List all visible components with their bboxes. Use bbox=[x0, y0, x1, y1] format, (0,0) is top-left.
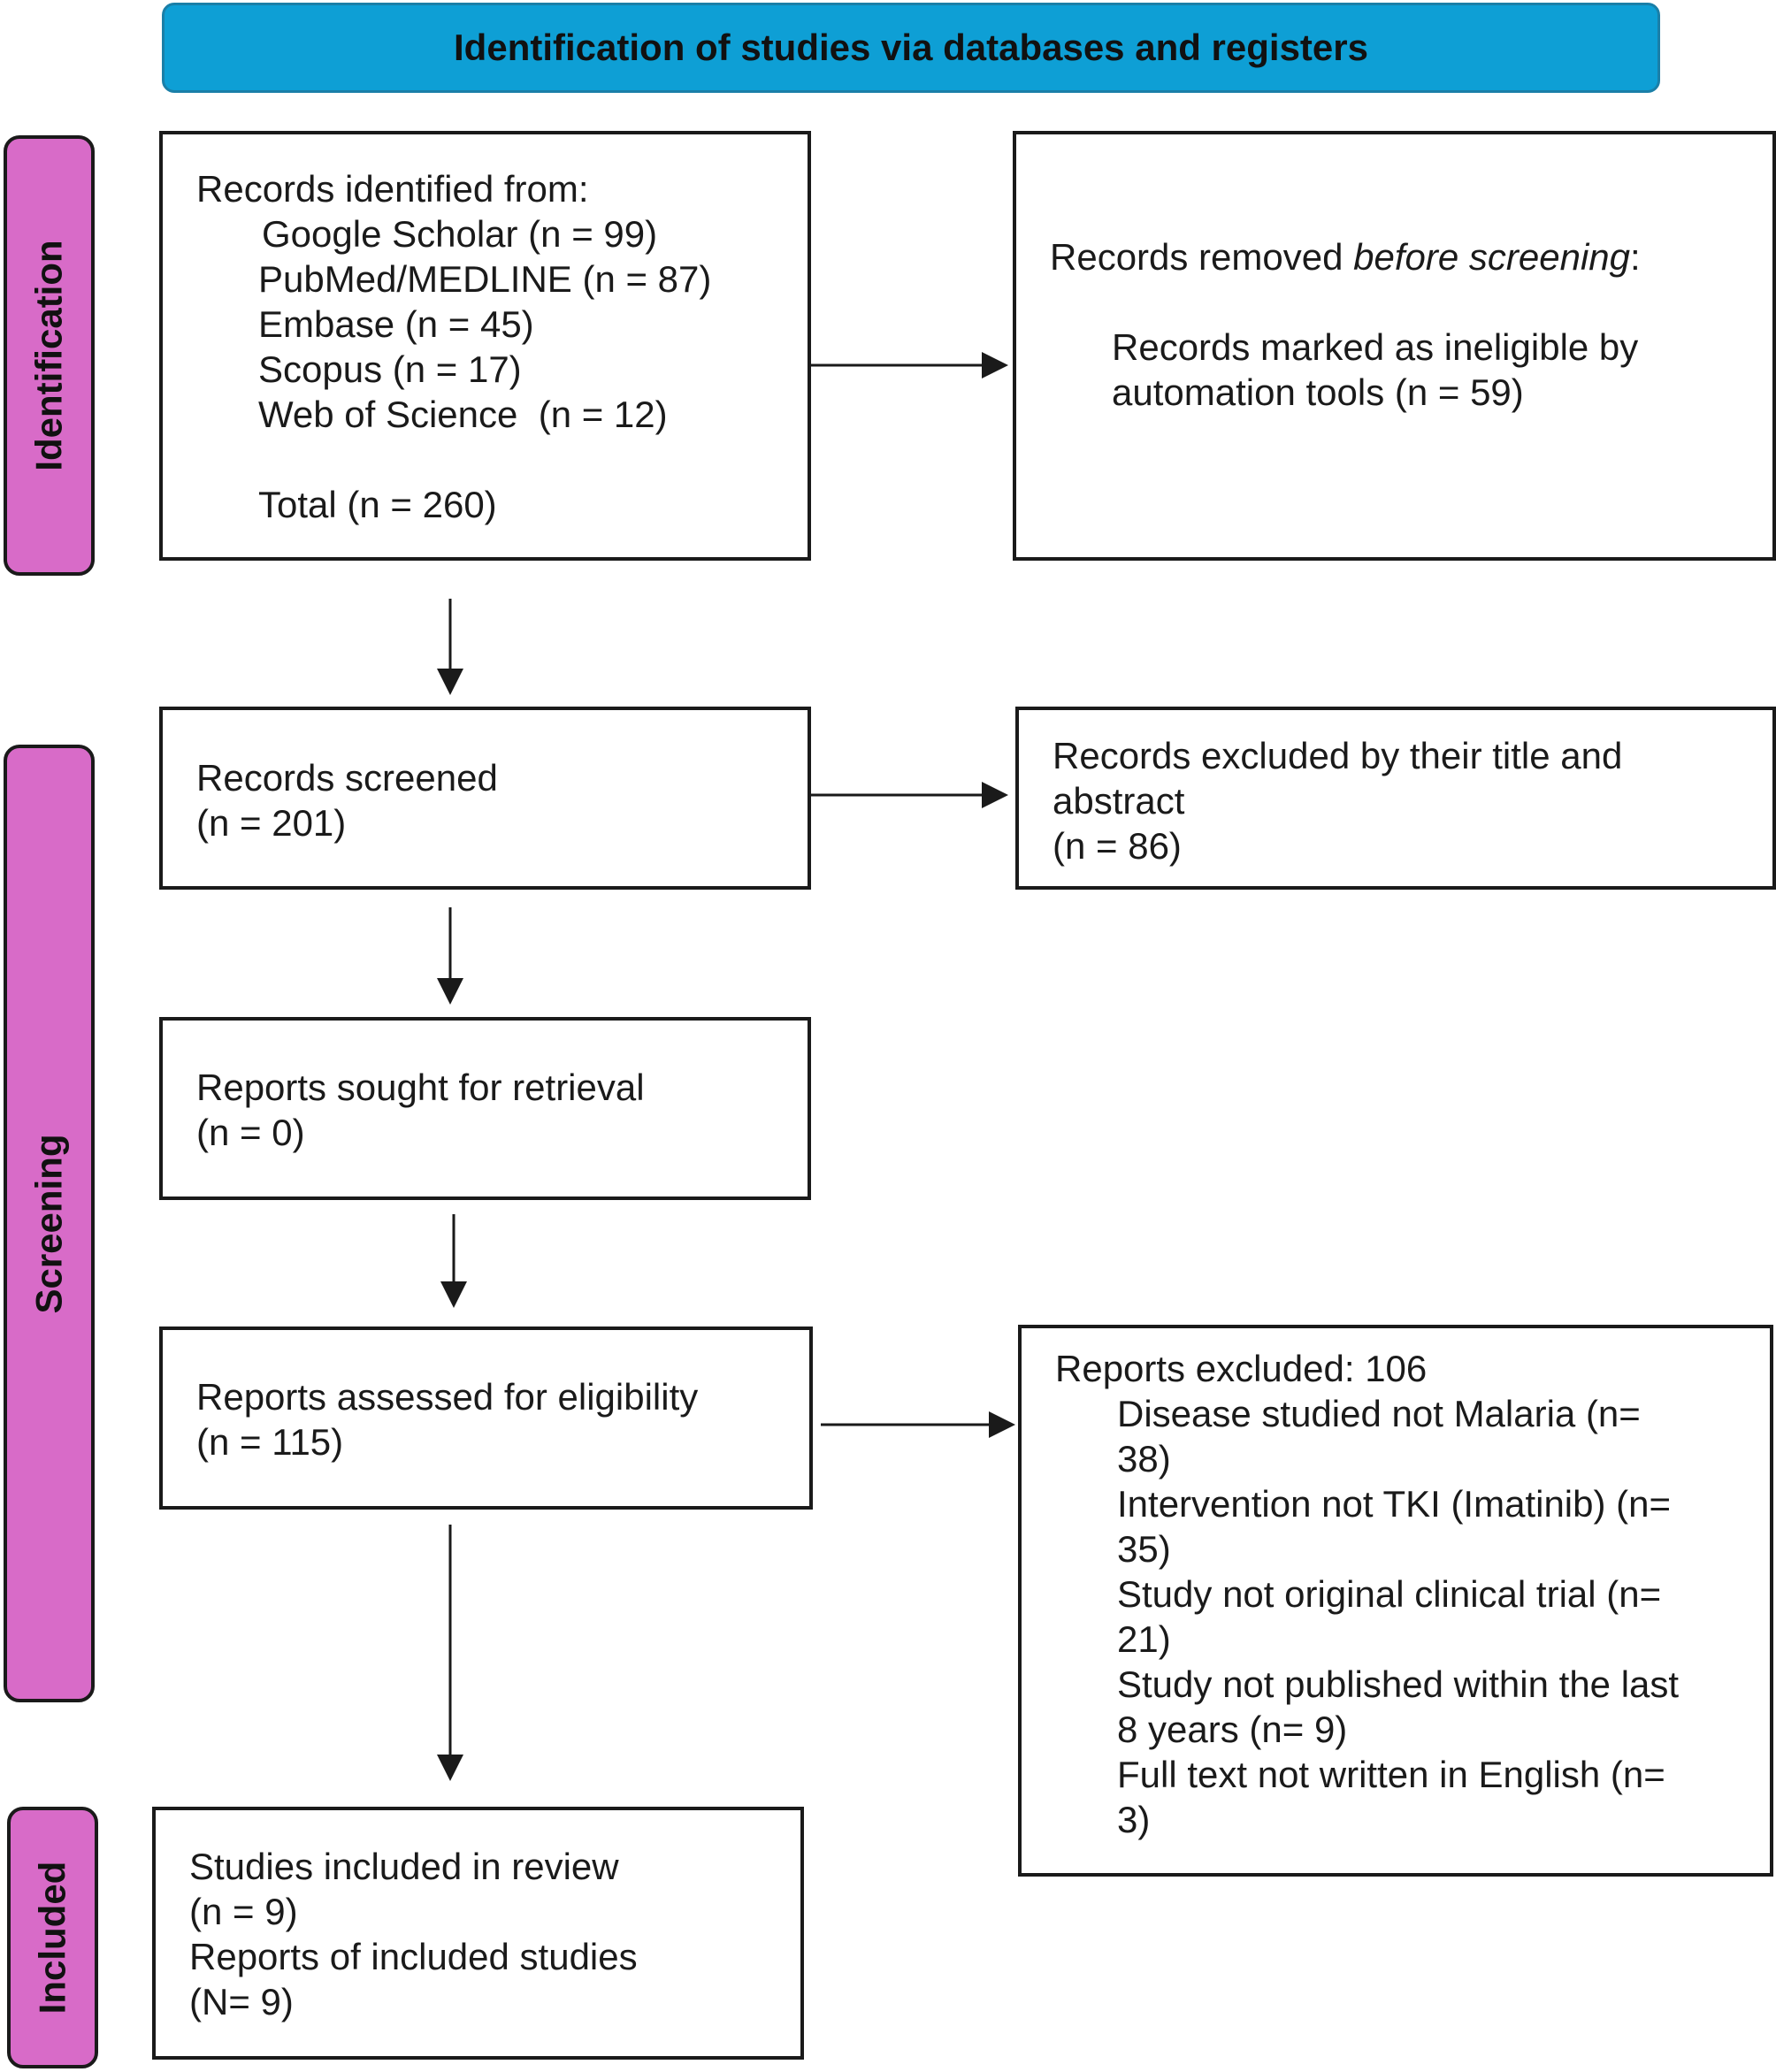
records-excluded-line2: abstract bbox=[1053, 780, 1185, 822]
reports-sought-count: (n = 0) bbox=[196, 1112, 305, 1153]
reports-assessed-count: (n = 115) bbox=[196, 1421, 344, 1463]
reports-excluded-heading: Reports excluded: 106 bbox=[1055, 1348, 1428, 1389]
arrowhead bbox=[437, 978, 463, 1005]
records-removed-heading-prefix: Records removed bbox=[1050, 236, 1354, 278]
exclusion-reasons-list: Disease studied not Malaria (n= 38) Inte… bbox=[1055, 1391, 1701, 1842]
source-pubmed: PubMed/MEDLINE (n = 87) bbox=[258, 258, 712, 300]
studies-included-box: Studies included in review (n = 9) Repor… bbox=[152, 1807, 804, 2060]
records-removed-line1: Records marked as ineligible by bbox=[1112, 326, 1639, 368]
exclusion-reason: Study not published within the last 8 ye… bbox=[1117, 1663, 1680, 1750]
records-removed-line2: automation tools (n = 59) bbox=[1112, 371, 1524, 413]
exclusion-reason: Full text not written in English (n= 3) bbox=[1117, 1754, 1665, 1840]
studies-included-label: Studies included in review bbox=[189, 1846, 619, 1887]
arrowhead bbox=[437, 1755, 463, 1781]
records-excluded-line1: Records excluded by their title and bbox=[1053, 735, 1623, 776]
records-screened-count: (n = 201) bbox=[196, 802, 347, 844]
exclusion-reason: Disease studied not Malaria (n= 38) bbox=[1117, 1393, 1641, 1479]
records-removed-box: Records removed before screening: Record… bbox=[1013, 131, 1776, 561]
source-web-of-science: Web of Science (n = 12) bbox=[258, 394, 668, 435]
exclusion-reason: Intervention not TKI (Imatinib) (n= 35) bbox=[1117, 1483, 1672, 1570]
reports-excluded-box: Reports excluded: 106 Disease studied no… bbox=[1018, 1325, 1773, 1877]
records-removed-heading-suffix: : bbox=[1630, 236, 1641, 278]
reports-sought-label: Reports sought for retrieval bbox=[196, 1067, 645, 1108]
records-identified-box: Records identified from: Google Scholar … bbox=[159, 131, 811, 561]
arrowhead bbox=[989, 1411, 1015, 1438]
arrowhead bbox=[437, 669, 463, 695]
reports-assessed-label: Reports assessed for eligibility bbox=[196, 1376, 699, 1418]
records-removed-heading: Records removed before screening: bbox=[1050, 234, 1772, 279]
records-excluded-count: (n = 86) bbox=[1053, 825, 1182, 867]
source-embase: Embase (n = 45) bbox=[258, 303, 534, 345]
records-screened-label: Records screened bbox=[196, 757, 498, 799]
records-removed-heading-emphasis: before screening bbox=[1353, 236, 1631, 278]
arrowhead bbox=[440, 1281, 467, 1308]
records-total: Total (n = 260) bbox=[258, 484, 497, 525]
reports-sought-box: Reports sought for retrieval (n = 0) bbox=[159, 1017, 811, 1200]
records-screened-box: Records screened (n = 201) bbox=[159, 707, 811, 890]
source-google-scholar: Google Scholar (n = 99) bbox=[262, 213, 658, 255]
reports-assessed-box: Reports assessed for eligibility (n = 11… bbox=[159, 1327, 813, 1510]
exclusion-reason: Study not original clinical trial (n= 21… bbox=[1117, 1573, 1662, 1660]
phase-identification: Identification bbox=[4, 135, 95, 576]
header-title: Identification of studies via databases … bbox=[454, 27, 1368, 68]
section-header: Identification of studies via databases … bbox=[162, 3, 1660, 93]
arrowhead bbox=[982, 782, 1008, 808]
reports-included-label: Reports of included studies bbox=[189, 1936, 638, 1977]
phase-screening: Screening bbox=[4, 745, 95, 1702]
source-scopus: Scopus (n = 17) bbox=[258, 348, 522, 390]
arrowhead bbox=[982, 352, 1008, 378]
records-identified-heading: Records identified from: bbox=[196, 168, 589, 210]
phase-included: Included bbox=[7, 1807, 98, 2068]
records-excluded-box: Records excluded by their title and abst… bbox=[1015, 707, 1776, 890]
reports-included-count: (N= 9) bbox=[189, 1981, 294, 2022]
studies-included-count: (n = 9) bbox=[189, 1891, 298, 1932]
